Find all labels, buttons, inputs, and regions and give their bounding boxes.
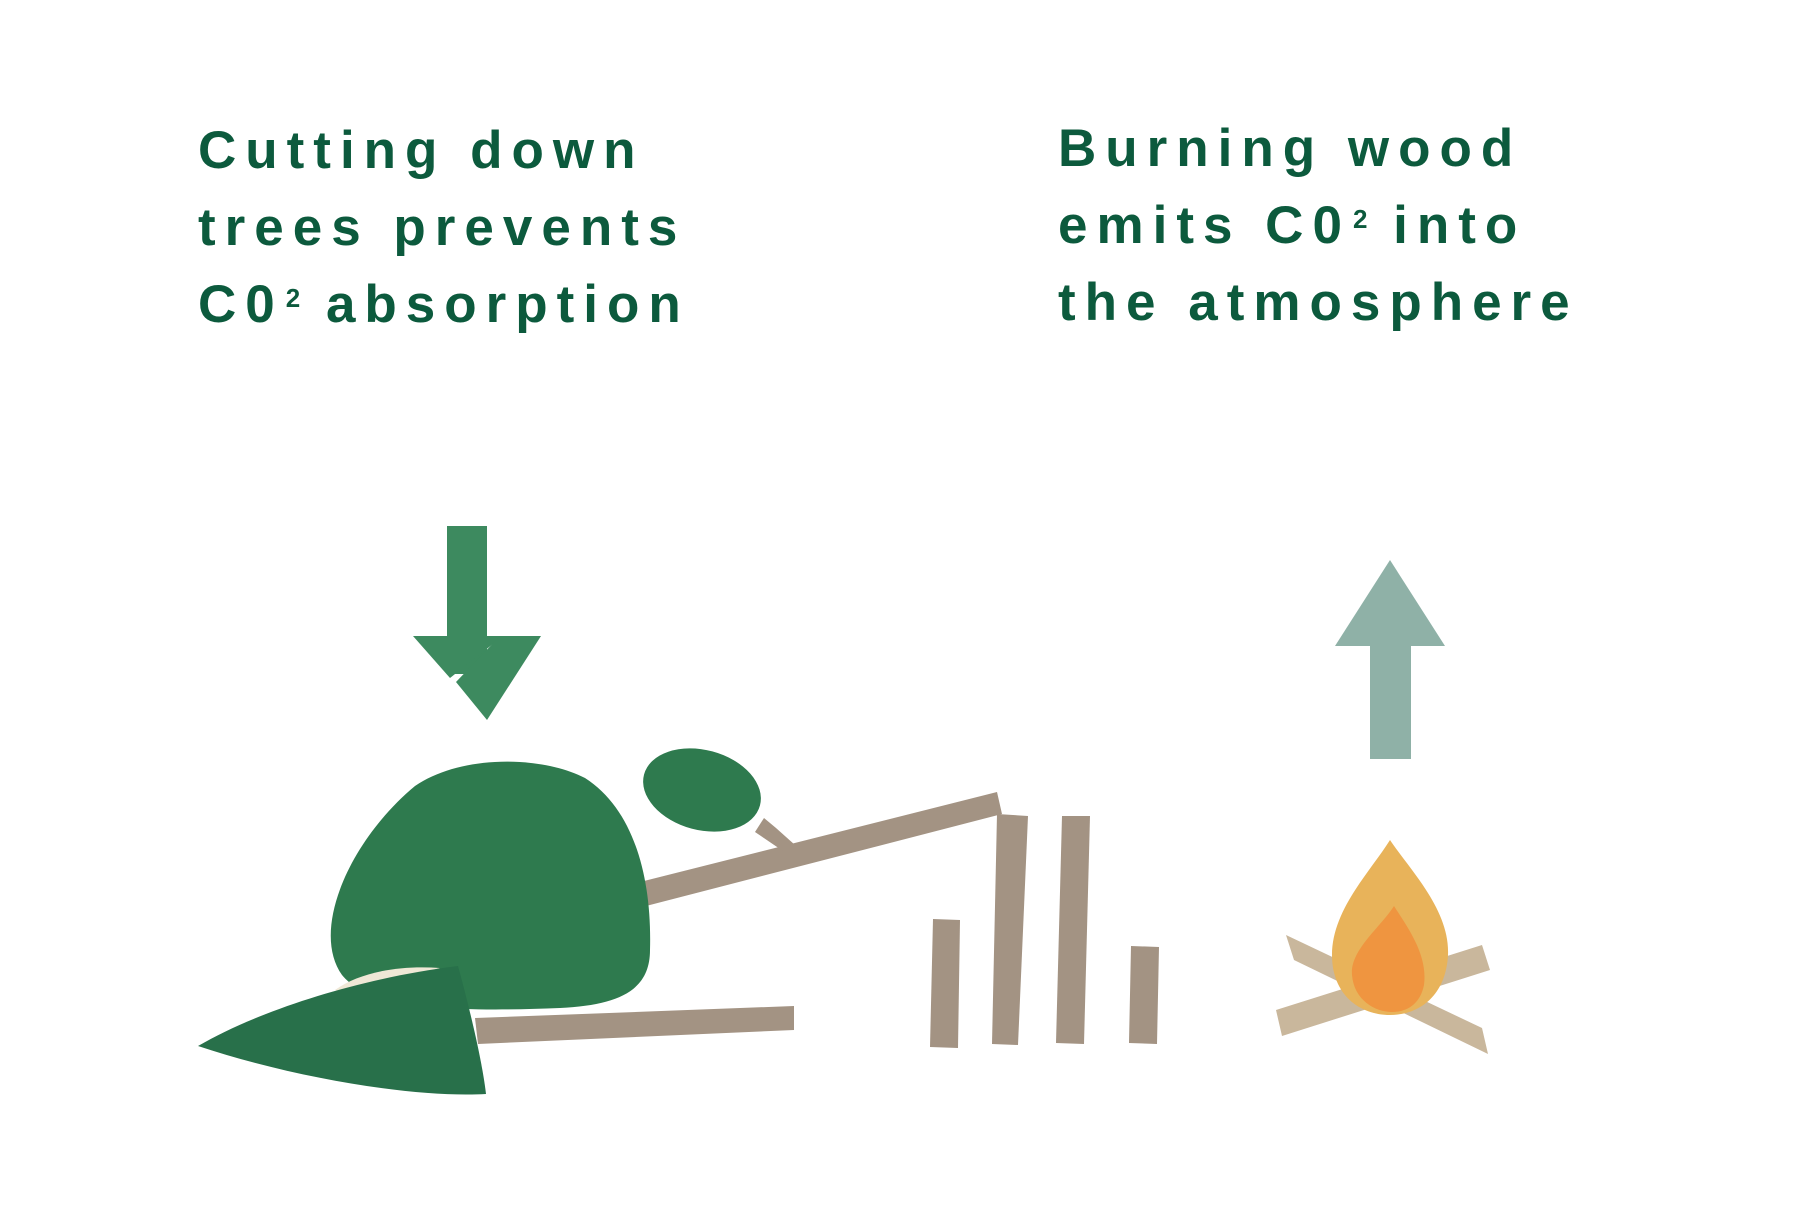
tree-top-cone (198, 966, 486, 1095)
tree-trunk (640, 792, 1002, 906)
tree-canopy-large (330, 761, 651, 1010)
cut-logs-icon (930, 814, 1159, 1048)
arrow-up-icon (1335, 560, 1445, 759)
co2-subscript: 2 (1352, 204, 1370, 234)
tree-lower-trunk (475, 1006, 794, 1044)
arrow-down-icon (413, 526, 541, 720)
emits-co2-text: emits C0 (1058, 196, 1351, 255)
left-caption-line-3: C02 absorption (198, 266, 690, 343)
right-caption-line-3: the atmosphere (1058, 273, 1579, 332)
log-3 (1056, 816, 1090, 1044)
into-text: into (1369, 196, 1527, 255)
right-caption-line-2: emits C02 into (1058, 187, 1579, 264)
left-caption: Cutting down trees prevents C02 absorpti… (198, 112, 690, 343)
flame-inner (1351, 906, 1425, 1012)
co2-text: C0 (198, 275, 284, 334)
tree-branch (755, 818, 795, 851)
absorption-text: absorption (302, 275, 690, 334)
fallen-tree-icon (198, 748, 1002, 1095)
right-caption-line-1: Burning wood (1058, 119, 1523, 178)
left-caption-line-1: Cutting down (198, 121, 645, 180)
log-4 (1129, 946, 1159, 1044)
log-1 (930, 919, 960, 1048)
log-2 (992, 814, 1028, 1045)
campfire-icon (1276, 840, 1490, 1054)
tree-canopy-small (643, 748, 761, 832)
left-caption-line-2: trees prevents (198, 198, 687, 257)
right-caption: Burning wood emits C02 into the atmosphe… (1058, 110, 1579, 341)
co2-subscript: 2 (285, 283, 303, 313)
